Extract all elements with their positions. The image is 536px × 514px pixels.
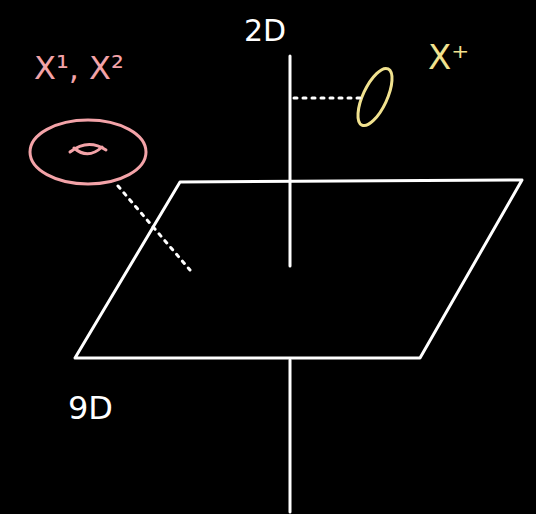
dimension-label: 9D — [68, 392, 113, 424]
coordinate-label: X¹, X² — [34, 52, 124, 84]
torus-outline — [30, 120, 146, 184]
torus-hole — [74, 147, 102, 154]
leader-line — [294, 97, 360, 100]
axis-line — [289, 56, 292, 266]
plane — [75, 180, 522, 358]
coordinate-label: X⁺ — [428, 40, 469, 74]
dimension-label: 2D — [244, 16, 286, 46]
leader-line — [118, 186, 190, 270]
axis-line — [289, 360, 292, 512]
